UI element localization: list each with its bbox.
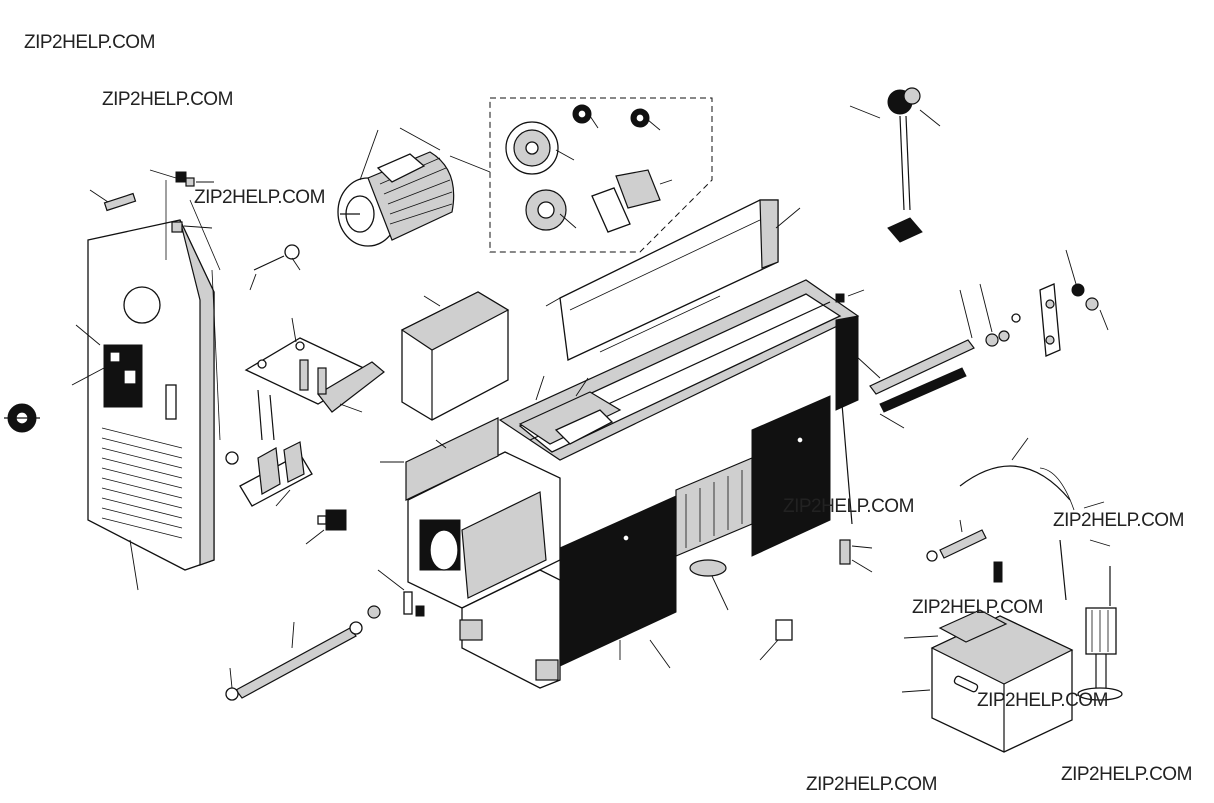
- watermark: ZIP2HELP.COM: [806, 774, 937, 795]
- coolant-fittings: [926, 501, 1111, 601]
- electrical-box: [400, 291, 510, 421]
- door-fittings: [89, 169, 221, 441]
- watermark: ZIP2HELP.COM: [24, 32, 155, 53]
- coolant-hose: [959, 437, 1075, 511]
- end-bracket: [1039, 249, 1109, 357]
- lathe-bed: [407, 279, 860, 689]
- lead-screw: [225, 569, 425, 701]
- coolant-pump: [1077, 566, 1123, 701]
- limit-switch: [305, 509, 347, 545]
- pulley-kit-box: [449, 97, 713, 253]
- work-lamp: [849, 87, 941, 243]
- cabinet-door: [71, 219, 215, 591]
- motor: [337, 127, 455, 247]
- splash-panel: [380, 417, 499, 501]
- top-cover-plate: [545, 199, 801, 361]
- watermark: ZIP2HELP.COM: [912, 597, 1043, 618]
- misc-small-parts: [689, 289, 873, 661]
- watermark: ZIP2HELP.COM: [194, 187, 325, 208]
- watermark: ZIP2HELP.COM: [783, 496, 914, 517]
- watermark: ZIP2HELP.COM: [102, 89, 233, 110]
- coolant-tank: [901, 609, 1074, 753]
- mounting-plate: [244, 244, 385, 441]
- feed-shafts: [855, 283, 1021, 429]
- watermark: ZIP2HELP.COM: [1053, 510, 1184, 531]
- support-bracket: [225, 441, 313, 507]
- watermark: ZIP2HELP.COM: [1061, 764, 1192, 785]
- watermark: ZIP2HELP.COM: [977, 690, 1108, 711]
- lamp-fixture: [4, 403, 40, 433]
- carriage: [518, 375, 622, 445]
